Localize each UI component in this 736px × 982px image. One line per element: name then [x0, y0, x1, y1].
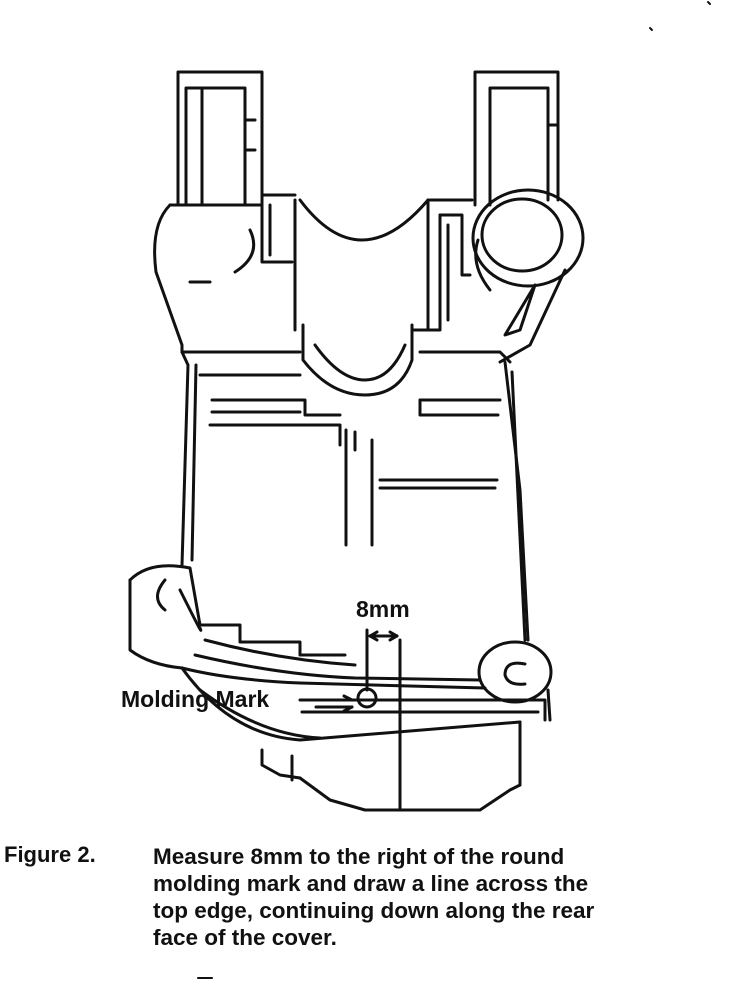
molding-mark-circle: [356, 687, 378, 709]
figure-caption: Measure 8mm to the right of the round mo…: [153, 843, 713, 951]
base-flange: [128, 564, 553, 812]
right-shoulder-boss: [410, 188, 585, 364]
speck-marks: [197, 1, 711, 979]
molding-mark-label: Molding Mark: [121, 686, 270, 712]
caption-line: face of the cover.: [153, 925, 337, 950]
left-terminal-tower: [176, 70, 264, 207]
left-shoulder-boss: [153, 193, 297, 354]
main-body: [180, 350, 530, 642]
right-terminal-tower: [473, 70, 560, 207]
caption-line: top edge, continuing down along the rear: [153, 898, 595, 923]
caption-line: Measure 8mm to the right of the round: [153, 844, 565, 869]
figure-number: Figure 2.: [4, 842, 96, 867]
upper-saddle: [293, 198, 474, 332]
leader-arrow: [314, 698, 354, 709]
caption-line: molding mark and draw a line across the: [153, 871, 589, 896]
measurement-dimension: [314, 628, 402, 812]
lower-saddle: [180, 323, 512, 397]
measurement-label: 8mm: [356, 596, 410, 622]
